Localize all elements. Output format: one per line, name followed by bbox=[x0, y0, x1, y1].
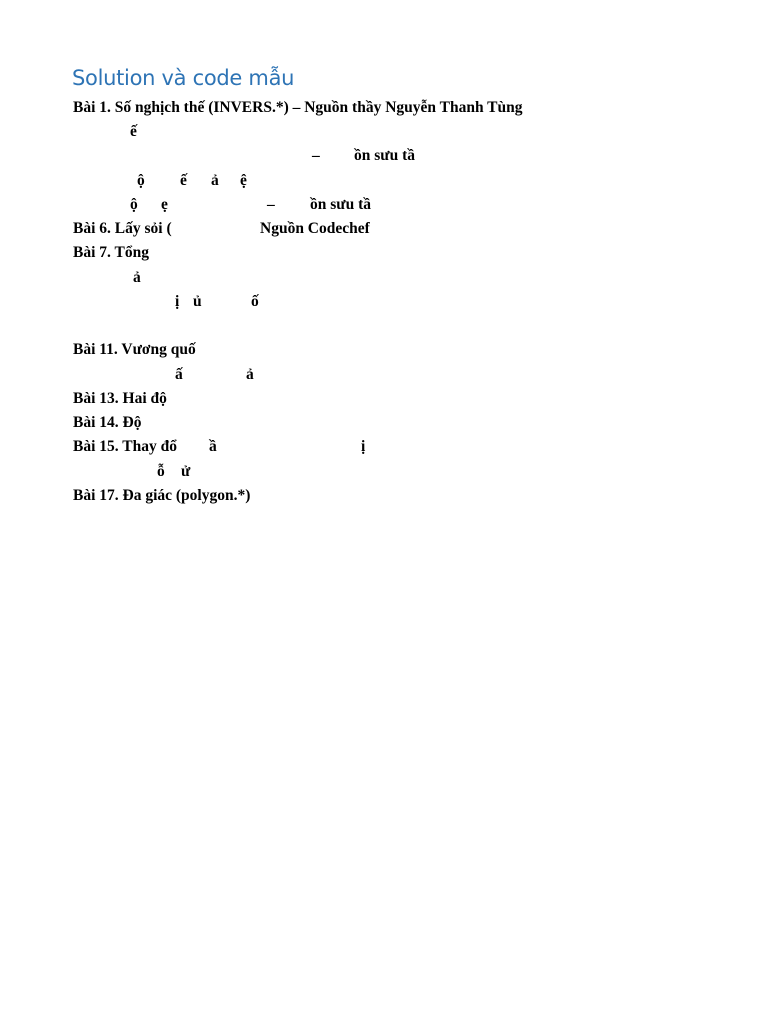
text-line: Bài 6. Lấy sỏi ( Nguồn Codechef bbox=[0, 219, 768, 243]
text-line: ả bbox=[0, 268, 768, 292]
text-fragment: Bài 11. Vương quố bbox=[73, 341, 196, 358]
text-fragment: Nguồn Codechef bbox=[260, 220, 370, 237]
text-fragment: Bài 6. Lấy sỏi ( bbox=[73, 220, 172, 237]
text-line: Bài 13. Hai độ bbox=[0, 389, 768, 413]
text-line: ấ ả bbox=[0, 365, 768, 389]
text-fragment: Bài 15. Thay đổ bbox=[73, 438, 177, 455]
text-fragment: ả bbox=[211, 172, 219, 189]
text-fragment: ệ bbox=[240, 172, 247, 189]
text-fragment: ử bbox=[181, 463, 191, 480]
text-fragment: ẹ bbox=[161, 196, 168, 213]
text-fragment: ả bbox=[246, 366, 254, 383]
text-line: Bài 17. Đa giác (polygon.*) bbox=[0, 486, 768, 510]
text-line: Bài 11. Vương quố bbox=[0, 340, 768, 364]
text-fragment: ị bbox=[175, 293, 180, 310]
text-fragment: ả bbox=[133, 269, 141, 286]
text-line: Bài 1. Số nghịch thế (INVERS.*) – Nguồn … bbox=[0, 98, 768, 122]
text-line: Bài 15. Thay đổ ầ ị bbox=[0, 437, 768, 461]
text-line: ế bbox=[0, 122, 768, 146]
text-fragment: – bbox=[312, 147, 320, 164]
page-heading: Solution và code mẫu bbox=[72, 66, 295, 90]
text-fragment: ộ bbox=[137, 172, 145, 189]
text-fragment: ấ bbox=[175, 366, 183, 383]
text-line: ỗ ử bbox=[0, 462, 768, 486]
text-fragment: Bài 14. Độ bbox=[73, 414, 142, 431]
text-fragment: ế bbox=[130, 123, 137, 140]
text-line: ộ ế ả ệ bbox=[0, 171, 768, 195]
text-line: ộ ẹ – ồn sưu tầ bbox=[0, 195, 768, 219]
text-fragment: ộ bbox=[130, 196, 138, 213]
text-line: Bài 14. Độ bbox=[0, 413, 768, 437]
text-fragment: Bài 13. Hai độ bbox=[73, 390, 167, 407]
text-fragment: Bài 7. Tổng bbox=[73, 244, 149, 261]
text-fragment: ồn sưu tầ bbox=[354, 147, 415, 164]
text-line: ị ủ ố bbox=[0, 292, 768, 316]
text-fragment: Bài 1. Số nghịch thế (INVERS.*) – Nguồn … bbox=[73, 99, 523, 116]
text-fragment: ỗ bbox=[157, 463, 165, 480]
text-line: Bài 7. Tổng bbox=[0, 243, 768, 267]
text-fragment: ố bbox=[251, 293, 259, 310]
text-fragment: ế bbox=[180, 172, 187, 189]
text-fragment: Bài 17. Đa giác (polygon.*) bbox=[73, 487, 251, 504]
text-fragment: – bbox=[267, 196, 275, 213]
text-fragment: ầ bbox=[209, 438, 217, 455]
text-fragment: ị bbox=[361, 438, 366, 455]
text-fragment: ủ bbox=[193, 293, 202, 310]
text-line: – ồn sưu tầ bbox=[0, 146, 768, 170]
text-fragment: ồn sưu tầ bbox=[310, 196, 371, 213]
